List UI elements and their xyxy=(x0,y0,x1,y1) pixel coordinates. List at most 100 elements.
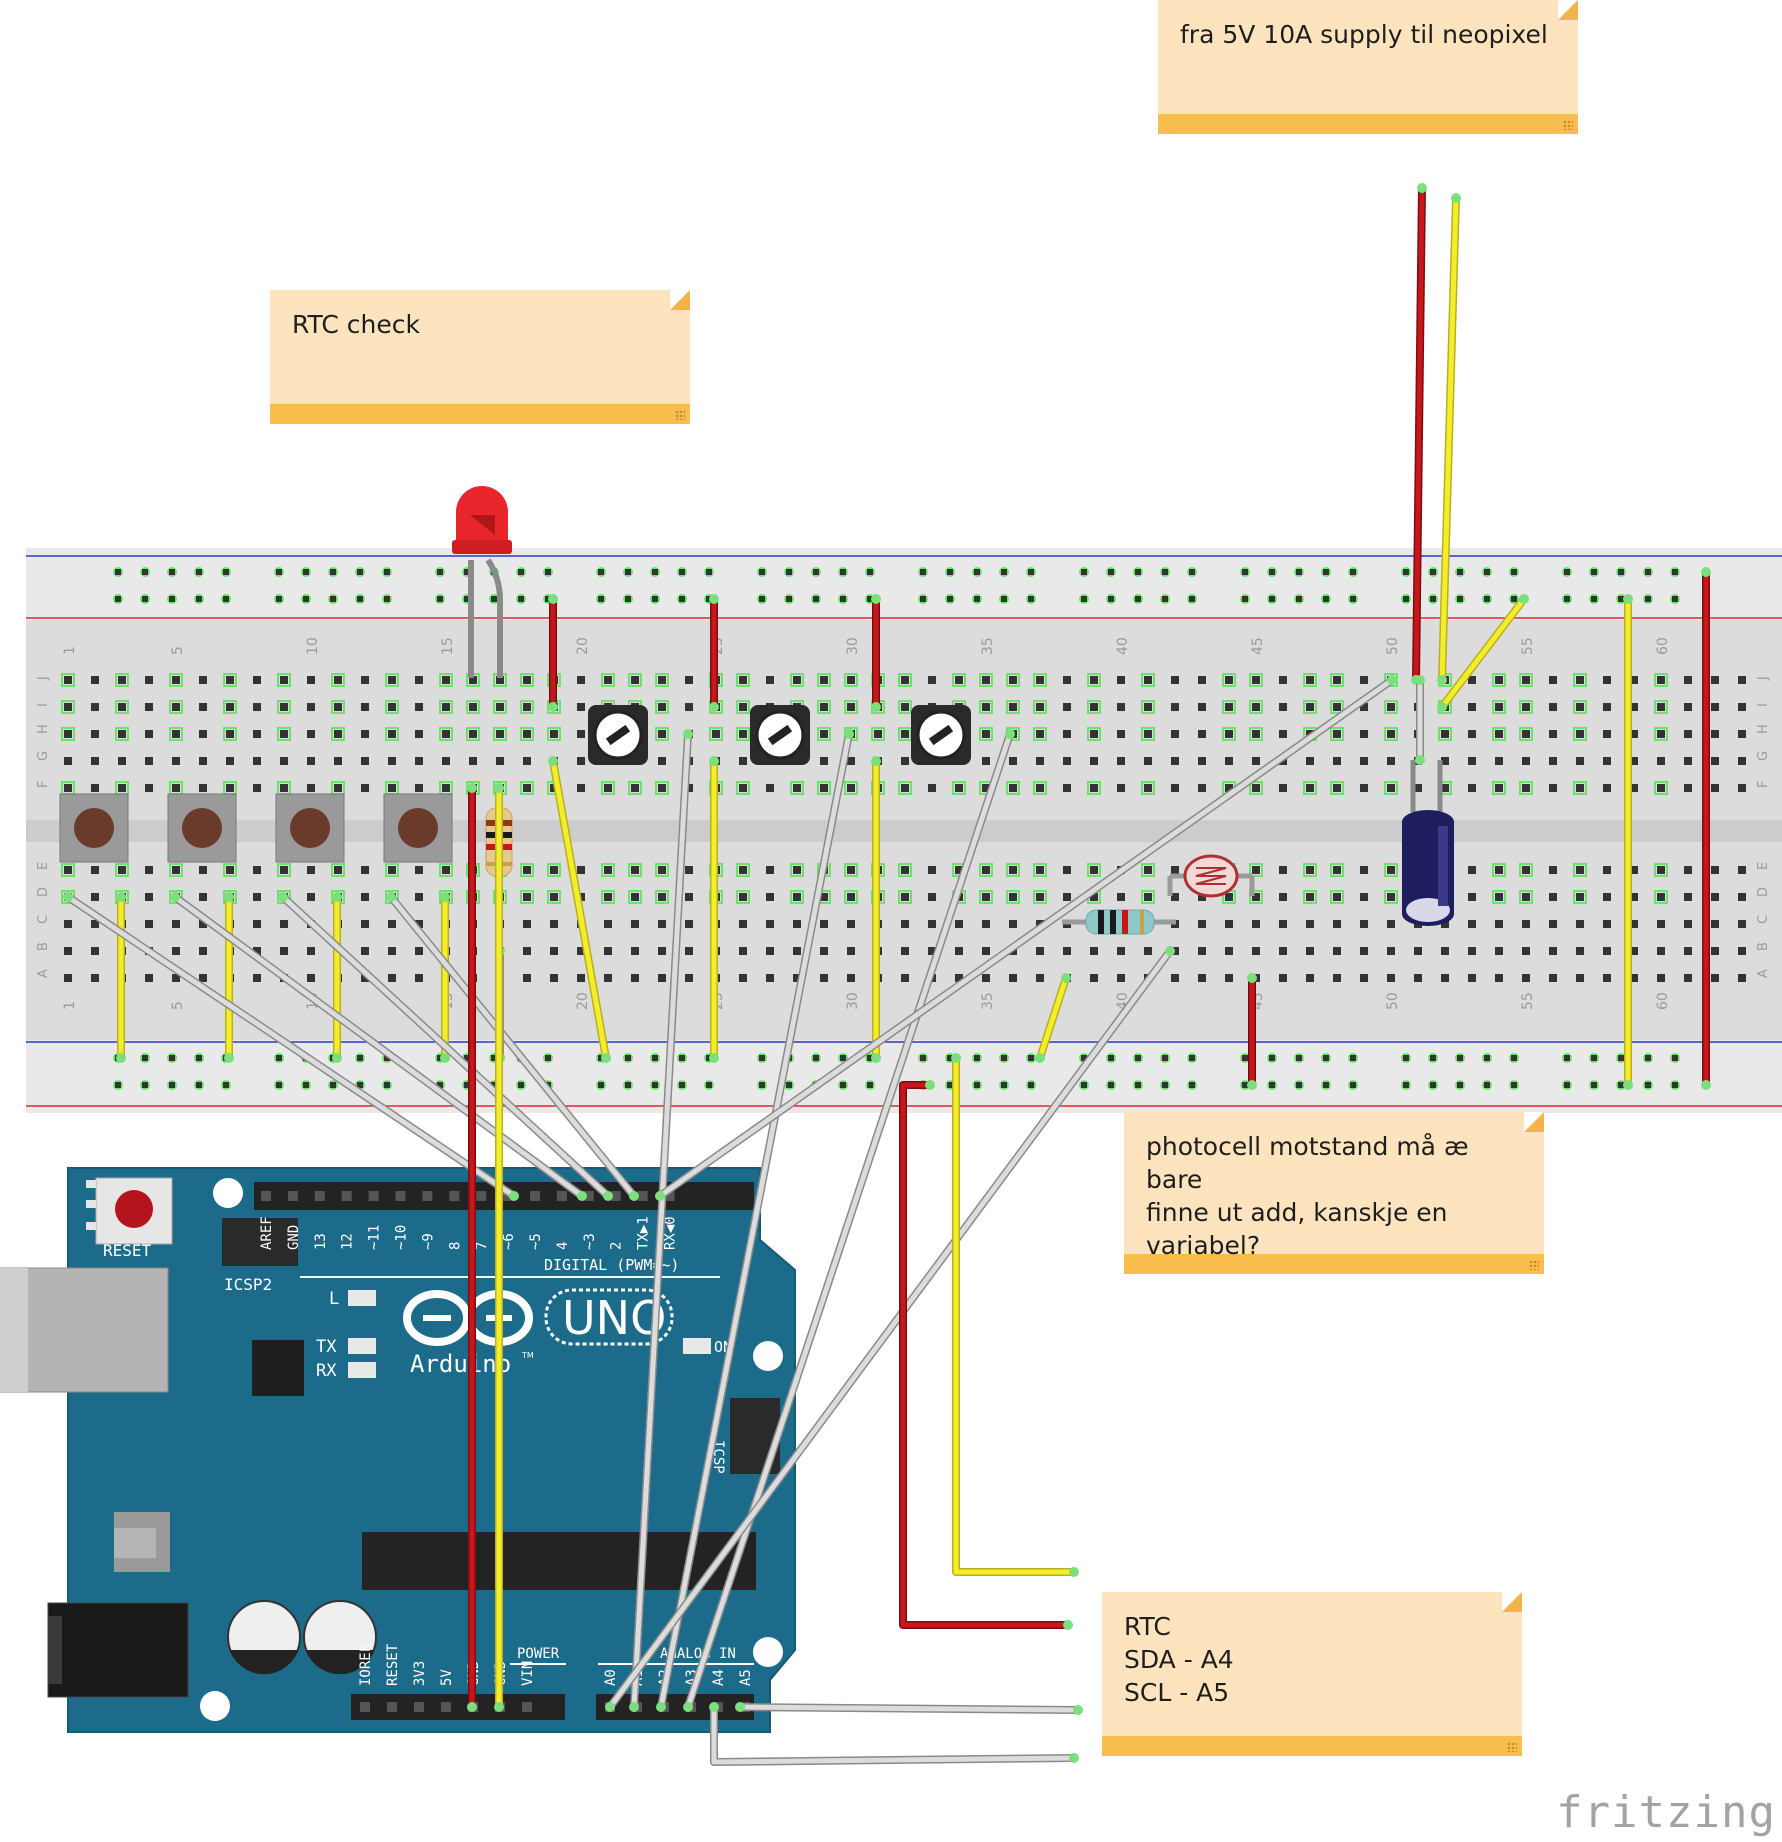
header-pin xyxy=(395,1191,406,1201)
pin-label: 5V xyxy=(439,1669,455,1686)
row-letter: H xyxy=(1756,724,1771,734)
wire-end xyxy=(1387,675,1397,685)
wire-end xyxy=(709,702,719,712)
note-rtc-check-text: RTC check xyxy=(292,310,420,339)
power-jack xyxy=(47,1602,189,1698)
header-pin xyxy=(583,1191,594,1201)
row-letter: I xyxy=(1756,703,1771,707)
photocell xyxy=(1167,854,1255,898)
row-letter: E xyxy=(36,862,51,870)
wire-white-button-2-core xyxy=(172,894,585,1199)
wire-end xyxy=(440,1053,450,1063)
column-number: 30 xyxy=(845,637,861,655)
power-header xyxy=(351,1694,565,1720)
row-letter: A xyxy=(36,969,51,978)
wire-end xyxy=(509,1191,519,1201)
wire-end xyxy=(440,892,450,902)
wire-end xyxy=(683,729,693,739)
arduino-logo-text: Arduino xyxy=(410,1350,511,1378)
pin-label: ~5 xyxy=(528,1233,544,1250)
led-l-label: L xyxy=(329,1289,339,1309)
wires xyxy=(63,183,1711,1766)
column-number: 15 xyxy=(440,637,456,655)
wire-end xyxy=(951,1053,961,1063)
wire-end xyxy=(871,702,881,712)
pin-label: 3V3 xyxy=(412,1661,428,1686)
pin-label: A5 xyxy=(738,1669,754,1686)
wire-end xyxy=(1701,1080,1711,1090)
wire-end xyxy=(1165,946,1175,956)
fritzing-watermark: fritzing xyxy=(1556,1787,1776,1838)
capacitor-left xyxy=(227,1600,301,1675)
wire-white-button-4-core xyxy=(388,894,637,1199)
header-pin xyxy=(360,1702,370,1712)
wire-end xyxy=(601,1053,611,1063)
header-pin xyxy=(341,1191,352,1201)
header-pin xyxy=(664,1191,675,1201)
wire-white-button-3-core xyxy=(280,894,611,1199)
row-letter: F xyxy=(36,781,51,788)
column-number: 20 xyxy=(575,637,591,655)
pushbuttons xyxy=(59,793,453,863)
wire-red-rtc xyxy=(899,1081,1072,1629)
wire-end xyxy=(170,892,180,902)
analog-header xyxy=(596,1694,754,1720)
row-letter: J xyxy=(1756,676,1771,681)
wire-end xyxy=(494,783,504,793)
header-pin xyxy=(476,1191,487,1201)
wire-end xyxy=(467,783,477,793)
wire-end xyxy=(605,1702,615,1712)
row-letter: D xyxy=(36,887,51,897)
header-pin xyxy=(261,1191,271,1201)
row-letter: E xyxy=(1756,862,1771,870)
column-number: 45 xyxy=(1250,637,1266,655)
wire-end xyxy=(1069,1753,1079,1763)
row-letter: A xyxy=(1756,969,1771,978)
wire-end xyxy=(1623,594,1633,604)
wire-end xyxy=(1437,702,1447,712)
reset-label: RESET xyxy=(103,1241,152,1260)
wire-end xyxy=(548,702,558,712)
wire-end xyxy=(925,1080,935,1090)
wire-end xyxy=(735,1702,745,1712)
column-number: 5 xyxy=(170,646,186,655)
pin-label: 7 xyxy=(474,1242,490,1250)
pin-label: 8 xyxy=(447,1242,463,1250)
pushbutton-cap xyxy=(398,808,438,848)
note-rtc-text: RTC SDA - A4 SCL - A5 xyxy=(1124,1612,1234,1707)
wire-end xyxy=(709,594,719,604)
wire-end xyxy=(1623,1080,1633,1090)
row-letter: F xyxy=(1756,781,1771,788)
wire-end xyxy=(1247,973,1257,983)
wire-end xyxy=(224,892,234,902)
analog-label: ANALOG IN xyxy=(660,1646,736,1662)
row-letter: J xyxy=(36,676,51,681)
row-letter: C xyxy=(36,915,51,924)
wire-white-trim-a3-core xyxy=(685,731,1013,1710)
header-pin xyxy=(368,1191,379,1201)
wire-red-supply-core xyxy=(1413,185,1425,683)
wire-end xyxy=(1437,675,1447,685)
wire-end xyxy=(1247,1080,1257,1090)
wire-end xyxy=(1519,594,1529,604)
wire-end xyxy=(683,1702,693,1712)
column-number: 50 xyxy=(1385,992,1401,1010)
header-pin xyxy=(556,1191,567,1201)
row-letter: B xyxy=(1756,942,1771,951)
power-label: POWER xyxy=(517,1646,560,1662)
column-number: 35 xyxy=(980,992,996,1010)
led-tx-label: TX xyxy=(316,1337,337,1357)
pin-label: 2 xyxy=(609,1242,625,1250)
pin-label: RESET xyxy=(385,1643,401,1686)
wire-end xyxy=(278,892,288,902)
icsp2-header xyxy=(222,1218,298,1266)
wire-end xyxy=(494,1702,504,1712)
wire-yellow-rtc xyxy=(952,1054,1078,1576)
column-number: 60 xyxy=(1655,637,1671,655)
led-red xyxy=(452,486,512,678)
wire-white-trim-a2-core xyxy=(658,731,852,1710)
wire-yellow-rtc-core xyxy=(953,1055,1077,1575)
